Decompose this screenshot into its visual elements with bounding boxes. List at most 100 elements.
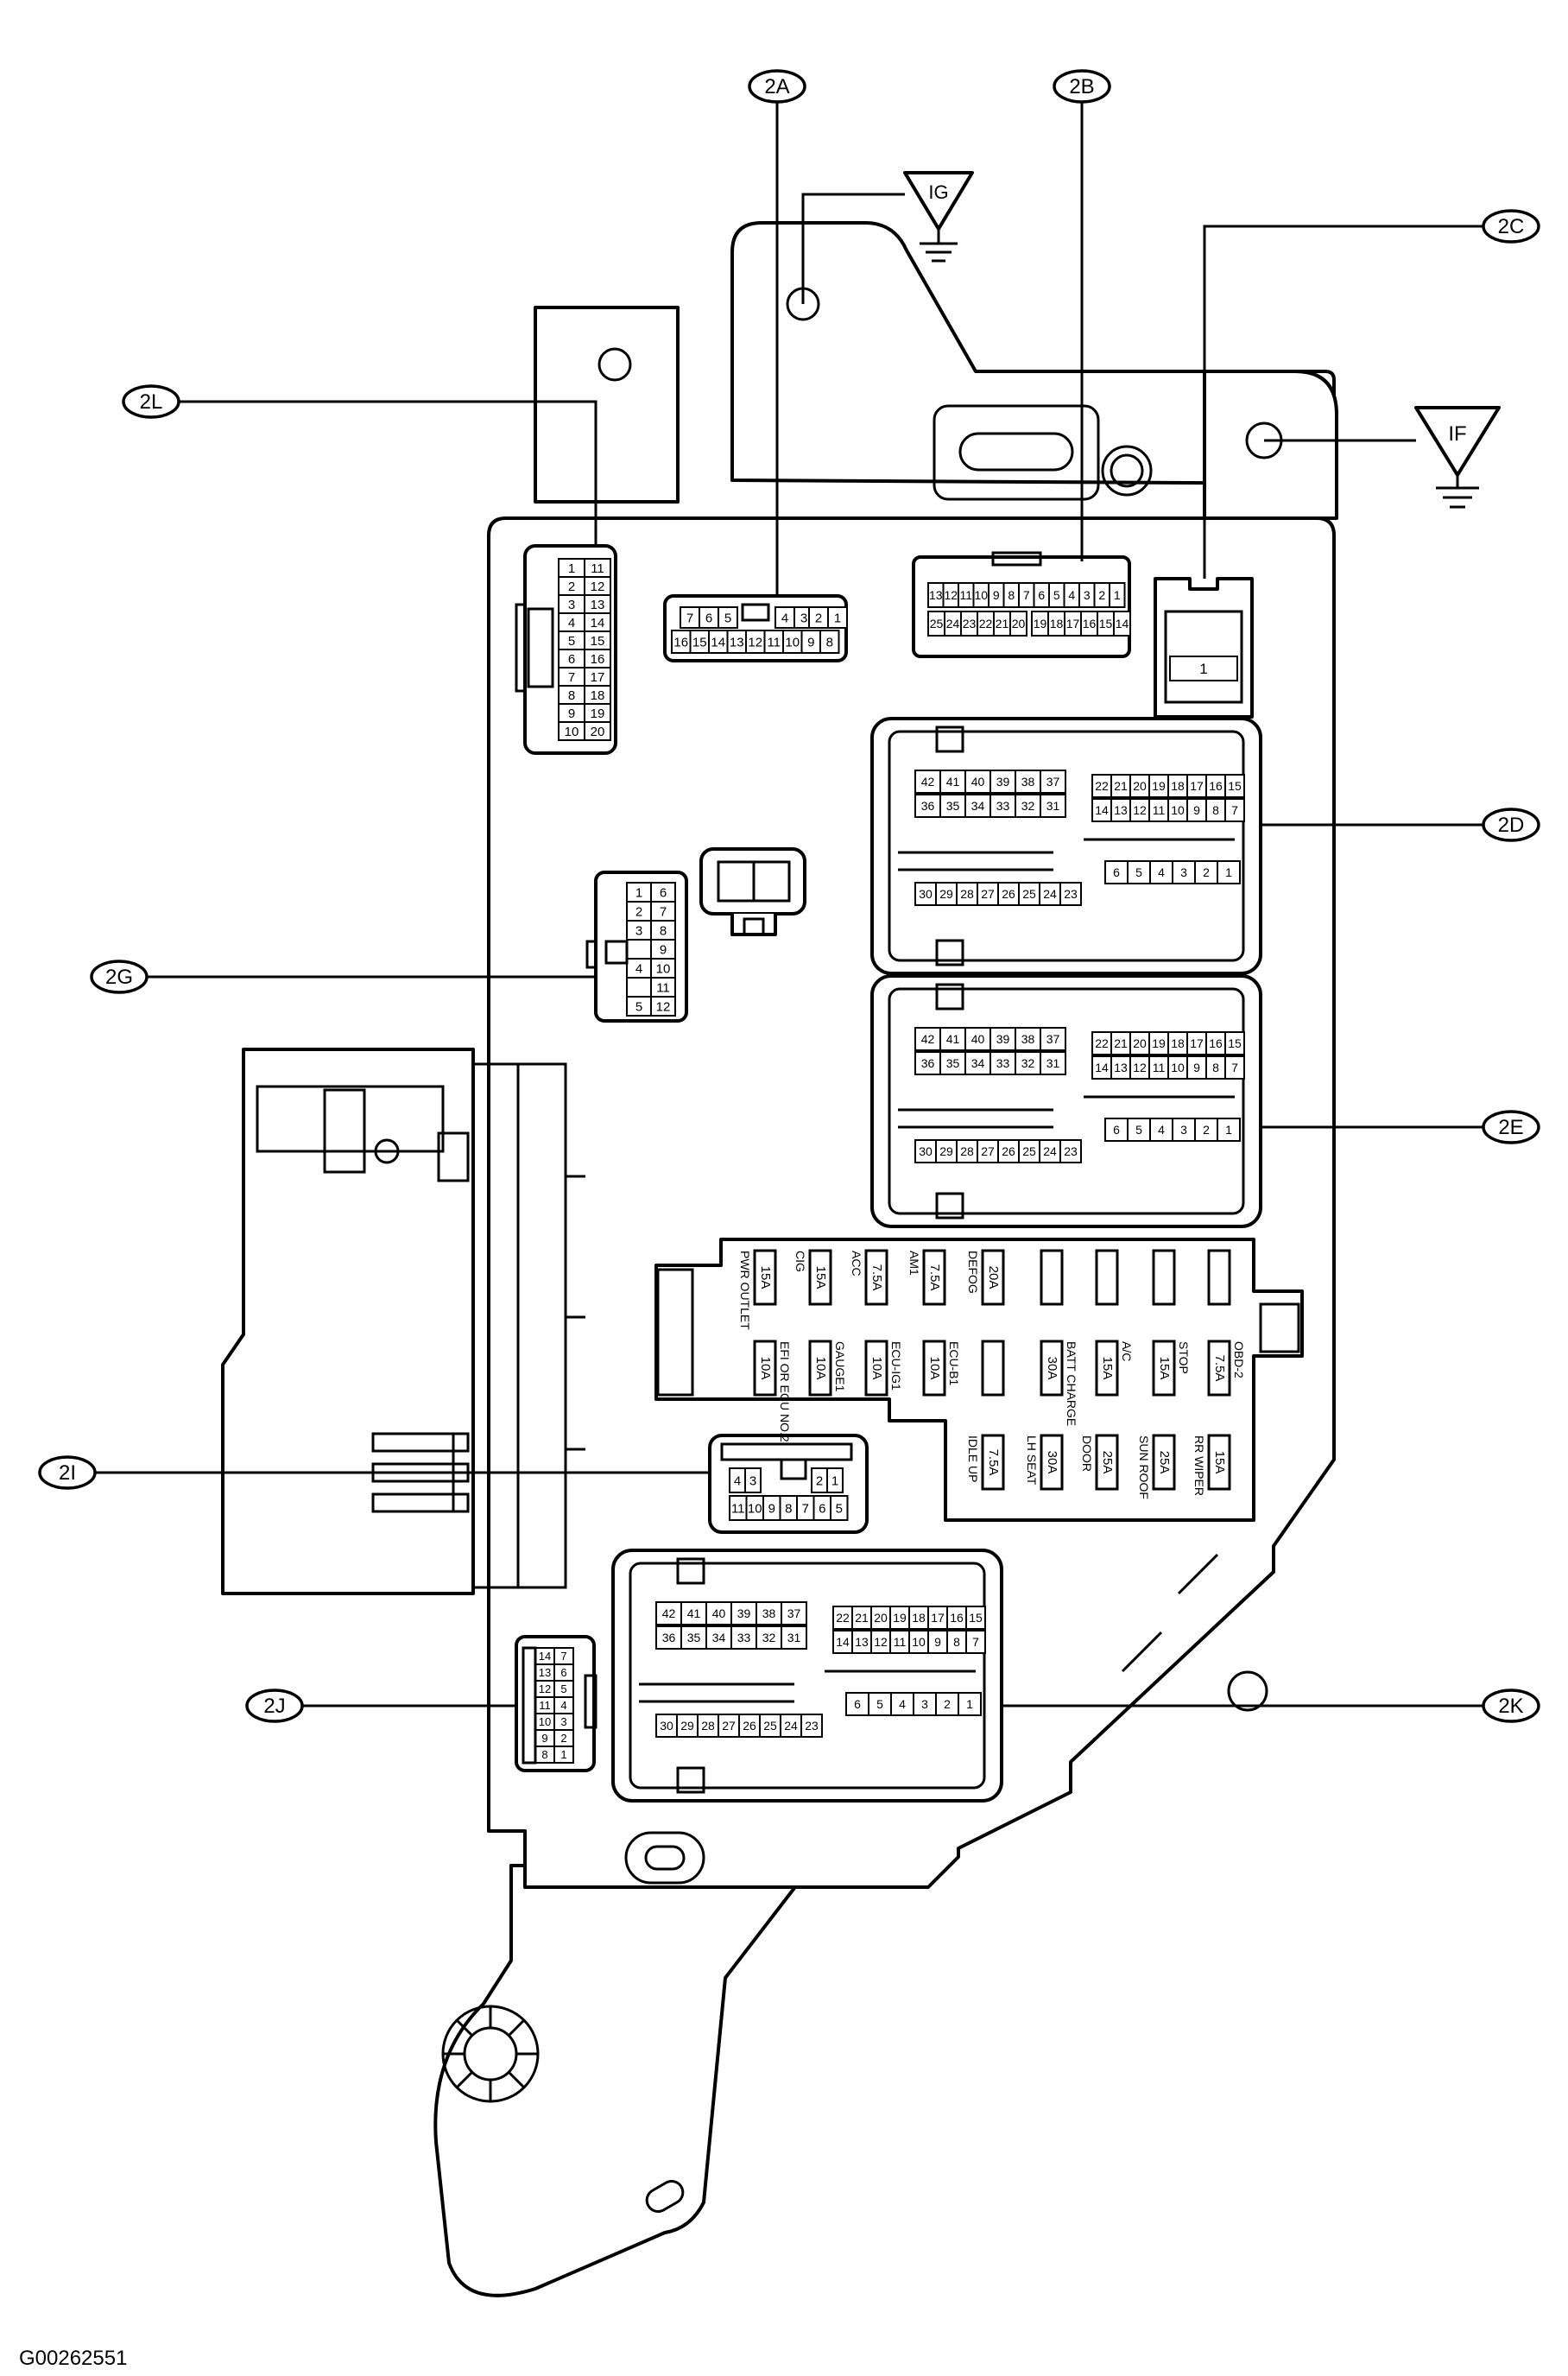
c2E-pin-7-label: 7 [1231,1061,1238,1074]
pin-2a-10-label: 10 [785,635,800,649]
pin-2g-1-label: 1 [635,885,642,900]
fuse-r2-0 [753,1340,777,1397]
fuse-r3-3 [1152,1434,1176,1491]
pin-2g-11-label: 11 [656,980,670,995]
pin-2g-7-label: 7 [660,904,667,919]
c2E-pin-29-label: 29 [939,1144,953,1158]
pin-2l-18-label: 18 [591,688,605,703]
c2E-pin-6 [1104,1118,1129,1142]
pin-2a-1 [827,606,848,629]
c2K-pin-2 [935,1692,959,1716]
c2K-pin-14-label: 14 [836,1635,850,1649]
c2E-pin-21-label: 21 [1114,1036,1128,1050]
pin-2i-7-label: 7 [802,1501,809,1516]
c2K-pin-38 [756,1601,782,1625]
c2E-pin-38-label: 38 [1021,1032,1035,1046]
callout-label-2a: 2A [764,75,789,98]
fuse-r1-4-label: DEFOG [966,1251,980,1294]
fuse-r3-1-amp: 30A [1045,1451,1059,1474]
c2K-pin-36 [655,1625,682,1650]
c2K-pin-26-label: 26 [743,1719,756,1733]
c2D-pin-17-label: 17 [1190,779,1204,793]
c2D-pin-36-label: 36 [921,799,935,813]
c2K-pin-4-label: 4 [899,1697,906,1711]
callout-label-2i: 2I [59,1461,76,1485]
c2E-pin-31-label: 31 [1046,1056,1060,1070]
c2E-pin-23-label: 23 [1064,1144,1078,1158]
c2K-pin-12-label: 12 [874,1635,888,1649]
pin-2i-3-label: 3 [749,1473,756,1488]
fuse-r1-6 [1095,1249,1119,1306]
c2E-pin-8-label: 8 [1212,1061,1219,1074]
c2K-pin-37 [781,1601,807,1625]
c2K-pin-20-label: 20 [874,1611,888,1625]
c2D-pin-37-label: 37 [1046,775,1060,789]
pin-2a-3-label: 3 [800,611,807,625]
pin-2b-7-label: 7 [1023,588,1030,602]
c2K-pin-26 [738,1714,761,1738]
fuse-r2-1 [808,1340,832,1397]
c2D-pin-23-label: 23 [1064,887,1078,901]
c2E-pin-10-label: 10 [1171,1061,1185,1074]
pin-2a-11-label: 11 [767,635,781,649]
c2D-pin-33-label: 33 [996,799,1010,813]
callout-label-2c: 2C [1498,215,1525,238]
c2D-pin-37 [1040,770,1066,794]
c2K-pin-40-label: 40 [712,1606,726,1620]
fuse-r1-4-amp: 20A [986,1266,1001,1289]
c2D-pin-20-label: 20 [1133,779,1147,793]
pin-2j-6-label: 6 [560,1666,566,1679]
pin-2g-key [626,939,652,960]
pin-2j-2-label: 2 [560,1732,566,1745]
c2K-pin-2-label: 2 [944,1697,951,1711]
pin-2c-1-label: 1 [1199,661,1207,677]
pin-2b-21-label: 21 [996,617,1009,630]
callout-2g [90,960,149,994]
pin-2j-10-label: 10 [539,1715,551,1728]
c2K-pin-15 [965,1606,986,1630]
pin-2j-8-label: 8 [541,1748,547,1761]
fuse-r3-4-amp: 15A [1212,1451,1227,1474]
callout-2b [1053,69,1111,104]
c2K-pin-21-label: 21 [855,1611,869,1625]
pin-2a-12-label: 12 [748,635,762,649]
c2K-pin-11-label: 11 [894,1635,907,1649]
c2D-pin-31-label: 31 [1046,799,1060,813]
c2D-pin-7-label: 7 [1231,803,1238,817]
fuse-r2-6 [1095,1340,1119,1397]
pin-2i-3 [744,1467,762,1493]
fuse-r1-0 [753,1249,777,1306]
c2E-pin-11-label: 11 [1153,1061,1166,1074]
c2E-pin-15 [1224,1031,1245,1055]
c2D-pin-6-label: 6 [1113,865,1120,879]
c2K-pin-18-label: 18 [912,1611,926,1625]
pin-2a-5 [718,606,738,629]
c2K-pin-42 [655,1601,682,1625]
fuse-r3-4 [1207,1434,1231,1491]
c2E-pin-1-label: 1 [1225,1123,1232,1137]
c2K-pin-25-label: 25 [763,1719,777,1733]
pin-2a-7-label: 7 [686,611,693,625]
c2E-pin-34-label: 34 [971,1056,985,1070]
c2D-pin-15-label: 15 [1228,779,1242,793]
c2K-pin-38-label: 38 [762,1606,776,1620]
pin-2j-1 [553,1746,574,1764]
c2E-pin-3 [1172,1118,1196,1142]
fuse-r3-3-label: SUN ROOF [1137,1435,1151,1499]
c2E-pin-42-label: 42 [921,1032,935,1046]
callout-2k [1482,1689,1540,1723]
pin-2b-6-label: 6 [1038,588,1045,602]
fuse-r1-4 [981,1249,1005,1306]
c2E-pin-1 [1217,1118,1241,1142]
c2K-pin-1 [958,1692,982,1716]
c2D-pin-24-label: 24 [1043,887,1057,901]
fuse-r1-3-label: AM1 [907,1251,921,1276]
c2K-pin-24-label: 24 [784,1719,798,1733]
c2D-pin-11-label: 11 [1153,803,1166,817]
c2D-pin-29 [935,882,958,906]
c2D-pin-1 [1217,860,1241,884]
callout-label-2b: 2B [1069,75,1094,98]
c2E-pin-38 [1015,1027,1041,1051]
pin-2a-2-label: 2 [815,611,822,625]
